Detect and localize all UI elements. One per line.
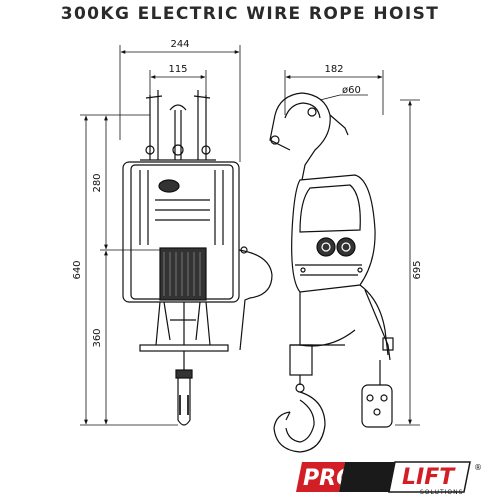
dim-upper-height: 280: [92, 173, 103, 192]
pendant-controller: [361, 360, 393, 428]
lower-frame: [139, 301, 229, 352]
power-cable: [238, 249, 273, 351]
dim-lower-height: 360: [92, 328, 103, 347]
logo-lift-text: LIFT: [402, 465, 456, 490]
dim-overall-width: 244: [170, 39, 189, 50]
side-lower-arm: [289, 292, 356, 385]
logo-registered-mark: ®: [474, 463, 482, 472]
side-housing: [291, 174, 376, 293]
top-hook: [269, 92, 349, 181]
dim-hook-width: 115: [168, 64, 187, 75]
side-view: [269, 92, 394, 453]
control-cable: [359, 284, 389, 356]
dimension-lines: [80, 45, 420, 426]
prolift-logo: PRO LIFT SOLUTIONS ®: [296, 461, 482, 496]
rope-drum: [159, 247, 207, 301]
top-suspension-frame: [140, 90, 216, 161]
dim-hook-diameter: ø60: [342, 85, 361, 96]
dim-total-height-front: 640: [72, 260, 83, 279]
dim-side-width: 182: [324, 64, 343, 75]
dim-total-height-side: 695: [412, 260, 423, 279]
side-hook: [273, 383, 326, 453]
logo-tagline: SOLUTIONS: [420, 489, 463, 496]
front-view: [122, 90, 273, 426]
page-title: 300KG ELECTRIC WIRE ROPE HOIST: [60, 4, 440, 24]
front-hook: [175, 351, 193, 426]
motor-housing: [122, 161, 240, 303]
